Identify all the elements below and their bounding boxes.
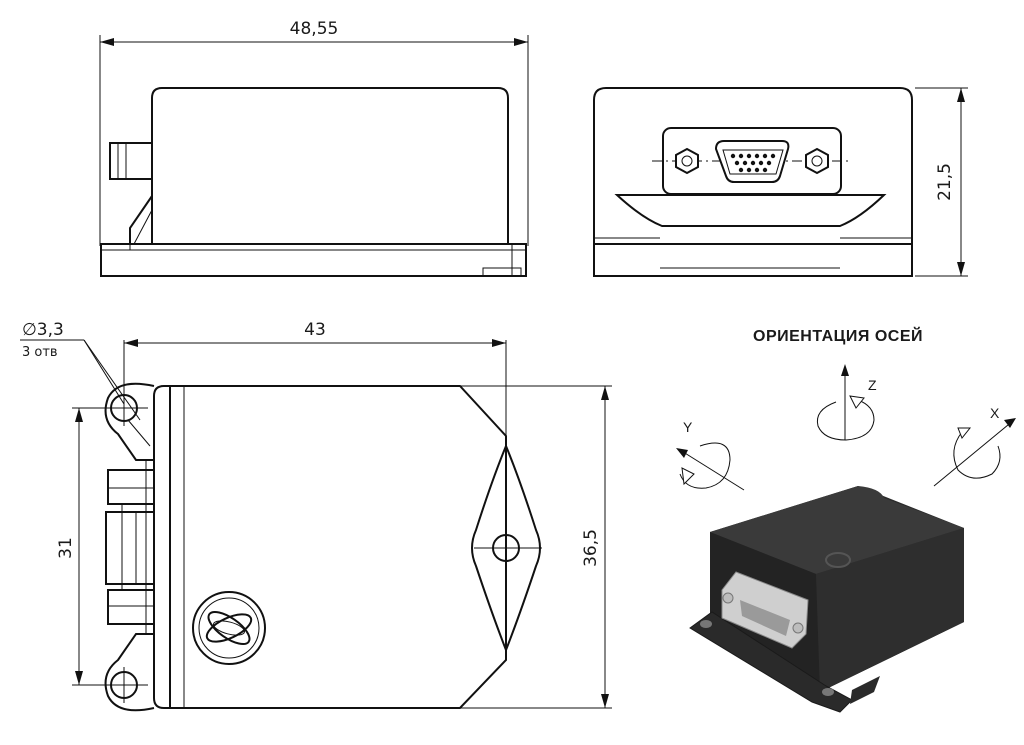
- front-view: 21,5: [593, 87, 968, 277]
- axis-x-label: X: [990, 405, 1000, 421]
- dimension-height-label: 21,5: [935, 163, 955, 201]
- top-connector-standoff-1: [107, 469, 155, 505]
- standoff-right: [805, 147, 829, 175]
- axes-title: ОРИЕНТАЦИЯ ОСЕЙ: [753, 326, 923, 345]
- ear-bottom-left: [104, 633, 155, 712]
- connector-pins: [730, 153, 776, 173]
- top-connector-standoff-2: [107, 589, 155, 625]
- dimension-vertical-spacing-label: 31: [56, 537, 76, 559]
- hole-count-label: 3 отв: [22, 345, 58, 360]
- arrowhead: [514, 38, 528, 46]
- logo-emblem: [192, 591, 266, 665]
- side-view: 48,55: [99, 19, 529, 277]
- axis-z-label: Z: [868, 377, 877, 393]
- hole-diameter-label: ∅3,3: [22, 320, 64, 340]
- front-base: [593, 243, 913, 277]
- front-tray: [614, 194, 887, 227]
- top-housing: [153, 385, 507, 709]
- axis-y-label: Y: [683, 419, 693, 435]
- x-rotation-arrow: [953, 431, 1001, 479]
- y-axis-line: [679, 449, 745, 491]
- device-render: [689, 486, 964, 713]
- dimension-hole-spacing-label: 43: [304, 320, 326, 340]
- y-rotation-arrow: [679, 442, 731, 489]
- top-connector-body: [105, 511, 155, 585]
- x-axis-line: [933, 419, 1015, 487]
- dimension-length-label: 48,55: [290, 19, 339, 39]
- standoff-left: [675, 147, 699, 175]
- device-logo: [825, 552, 851, 568]
- dimension-width-label: 36,5: [581, 529, 601, 567]
- front-housing: [593, 87, 913, 244]
- ear-top-left: [104, 382, 155, 461]
- arrowhead: [100, 38, 114, 46]
- top-view: ∅3,3 3 отв 43 31 36,5: [20, 320, 612, 712]
- side-connector-stub: [109, 142, 153, 180]
- side-housing: [151, 87, 509, 244]
- z-rotation-arrow: [816, 399, 875, 441]
- side-base: [100, 243, 527, 277]
- axes-panel: ОРИЕНТАЦИЯ ОСЕЙ Z Y X: [676, 326, 1016, 713]
